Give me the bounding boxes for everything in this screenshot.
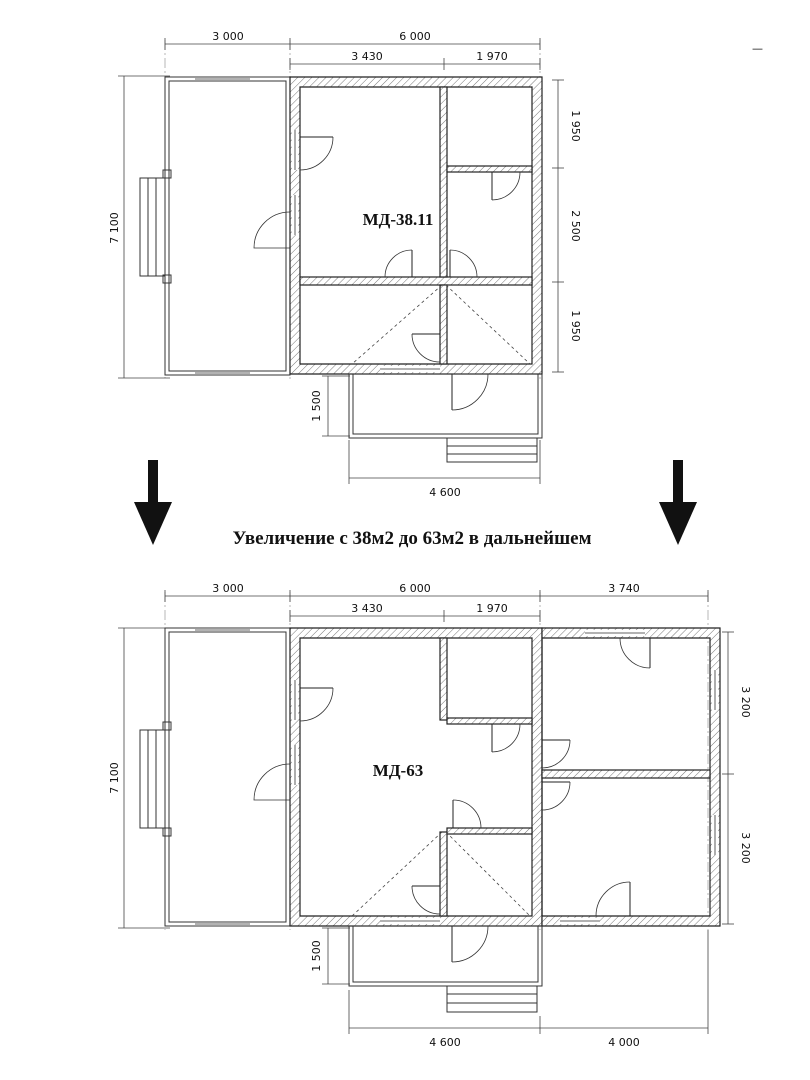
top-porch	[348, 373, 543, 463]
bottom-plan-label: МД-63	[373, 761, 423, 780]
dim-veranda-width: 3 000	[212, 30, 244, 43]
dim-veranda-width: 3 000	[212, 582, 244, 595]
bottom-doors	[299, 637, 651, 963]
bottom-veranda	[139, 627, 291, 927]
dim-porch-width: 4 600	[429, 486, 461, 499]
house-walls	[289, 76, 543, 375]
extension-walls	[541, 627, 721, 927]
bottom-dimension-row-2: 3 430 1 970	[289, 602, 541, 622]
dim-right-2: 2 500	[569, 210, 582, 242]
arrow-down-icon	[134, 460, 172, 545]
bottom-plan: 3 000 6 000 3 740 3 430 1 970 7 100 3 20…	[108, 582, 752, 1049]
bottom-porch	[348, 925, 543, 1013]
dim-room-left-width: 3 430	[351, 50, 383, 63]
bottom-house-walls	[289, 627, 543, 927]
dim-depth: 7 100	[108, 212, 121, 244]
dim-house-width: 6 000	[399, 582, 431, 595]
dim-porch-depth: 1 500	[310, 390, 323, 422]
bottom-right-dimension-chain: 3 200 3 200	[722, 631, 752, 925]
right-dimension-chain: 1 950 2 500 1 950	[552, 79, 582, 373]
dim-ext-room-1: 3 200	[739, 686, 752, 718]
veranda	[139, 76, 291, 376]
corner-mark: —	[752, 42, 763, 55]
bottom-porch-dimensions: 1 500 4 600 4 000	[310, 927, 709, 1049]
dim-right-1: 1 950	[569, 110, 582, 142]
top-dimension-row-1: 3 000 6 000	[164, 30, 541, 50]
porch-dimensions: 1 500 4 600	[310, 375, 541, 499]
dim-ext-room-2: 3 200	[739, 832, 752, 864]
bottom-left-depth-dimension: 7 100	[108, 627, 170, 929]
left-depth-dimension: 7 100	[108, 75, 170, 379]
dim-porch-width: 4 600	[429, 1036, 461, 1049]
dim-right-3: 1 950	[569, 310, 582, 342]
headline: Увеличение с 38м2 до 63м2 в дальнейшем	[232, 528, 591, 549]
arrow-down-icon	[659, 460, 697, 545]
right-arrow	[659, 460, 697, 545]
top-dimension-row-2: 3 430 1 970	[289, 50, 541, 70]
dim-house-width: 6 000	[399, 30, 431, 43]
dim-extension-width: 3 740	[608, 582, 640, 595]
top-doors	[299, 136, 521, 411]
stair-diagonals	[351, 284, 531, 365]
dim-ext-bottom-width: 4 000	[608, 1036, 640, 1049]
left-arrow	[134, 460, 172, 545]
top-plan-label: МД-38.11	[363, 210, 434, 229]
dim-room-right-width: 1 970	[476, 602, 508, 615]
top-plan: 3 000 6 000 3 430 1 970 7 100 1 950 2	[108, 30, 582, 499]
dim-depth: 7 100	[108, 762, 121, 794]
bottom-dimension-row-1: 3 000 6 000 3 740	[164, 582, 709, 602]
bottom-stair-diagonals	[351, 831, 531, 917]
dim-room-left-width: 3 430	[351, 602, 383, 615]
dim-room-right-width: 1 970	[476, 50, 508, 63]
dim-porch-depth: 1 500	[310, 940, 323, 972]
